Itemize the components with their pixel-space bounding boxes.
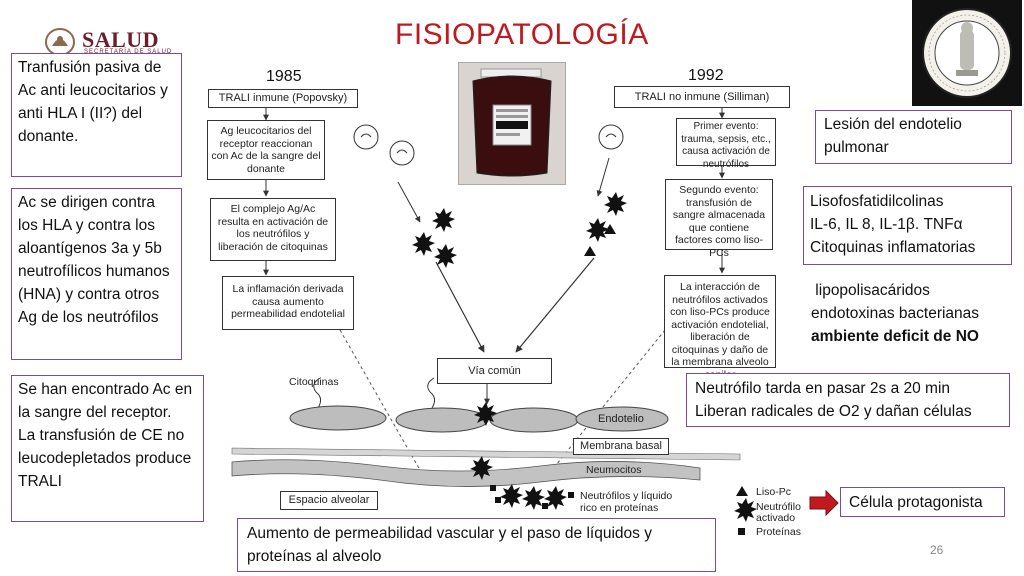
note-transfusion-pasiva: Tranfusión pasiva de Ac anti leucocitari…: [11, 53, 182, 177]
activated-neutrophil-cluster-left: [412, 208, 457, 268]
academia-seal: [912, 0, 1022, 106]
page-number: 26: [930, 543, 944, 557]
left-step-3: La inflamación derivada causa aumento pe…: [222, 276, 354, 330]
label-neumocitos: Neumocitos: [586, 464, 642, 476]
blood-bag-photo: [458, 62, 566, 185]
lps-line-3: ambiente deficit de NO: [811, 328, 979, 345]
note-celula-protagonista: Célula protagonista: [840, 487, 1005, 517]
label-espacio-alveolar: Espacio alveolar: [280, 491, 378, 510]
right-flow-title: TRALI no inmune (Silliman): [614, 86, 790, 108]
liso-pc-legend-icon: [736, 486, 748, 496]
right-step-2: Segundo evento: transfusión de sangre al…: [665, 179, 773, 259]
protein-legend-icon: [738, 528, 745, 535]
label-liquido: Neutrófilos y líquido rico en proteínas: [580, 490, 673, 514]
note-lesion-endotelio: Lesión del endotelio pulmonar: [815, 110, 1012, 164]
year-left: 1985: [266, 68, 302, 85]
right-step-3: La interacción de neutrófilos activados …: [664, 275, 776, 381]
common-path-box: Vía común: [437, 358, 552, 384]
left-step-1: Ag leucocitarios del receptor reaccionan…: [207, 120, 325, 180]
blood-bag-icon: [472, 68, 552, 177]
lps-line-1: lipopolisacáridos: [811, 282, 930, 299]
left-step-2: El complejo Ag/Ac resulta en activación …: [210, 198, 336, 261]
year-right: 1992: [688, 67, 724, 84]
note-mediadores: Lisofosfatidilcolinas IL-6, IL 8, IL-1β.…: [803, 186, 1012, 265]
note-ac-receptor: Se han encontrado Ac en la sangre del re…: [11, 375, 204, 522]
note-neutrofilo: Neutrófilo tarda en pasar 2s a 20 min Li…: [686, 373, 1010, 427]
legend-liso-pc: Liso-Pc: [756, 486, 792, 498]
left-flow-title: TRALI inmune (Popovsky): [208, 89, 358, 108]
legend-proteinas: Proteínas: [756, 526, 801, 538]
salud-logo-text: SALUD: [82, 27, 160, 52]
label-membrana-basal: Membrana basal: [573, 438, 669, 455]
legend-neutrofilo: Neutrófilo activado: [756, 501, 801, 524]
activated-neutrophil-cluster-right: [584, 192, 627, 256]
page-title: FISIOPATOLOGÍA: [395, 18, 649, 51]
label-endotelio: Endotelio: [598, 413, 644, 425]
neutrophil-legend-icon: [734, 498, 757, 522]
note-ac-hla: Ac se dirigen contra los HLA y contra lo…: [11, 188, 182, 360]
note-lipopolisacaridos: lipopolisacáridos endotoxinas bacteriana…: [811, 279, 979, 348]
red-arrow-icon: [809, 489, 839, 517]
lps-line-2: endotoxinas bacterianas: [811, 305, 980, 322]
right-step-1: Primer evento: trauma, sepsis, etc., cau…: [676, 118, 776, 170]
academia-seal-icon: [922, 8, 1012, 98]
note-permeabilidad: Aumento de permeabilidad vascular y el p…: [237, 518, 716, 572]
salud-logo-subtitle: SECRETARÍA DE SALUD: [84, 49, 173, 55]
label-citoquinas: Citoquinas: [289, 376, 339, 388]
